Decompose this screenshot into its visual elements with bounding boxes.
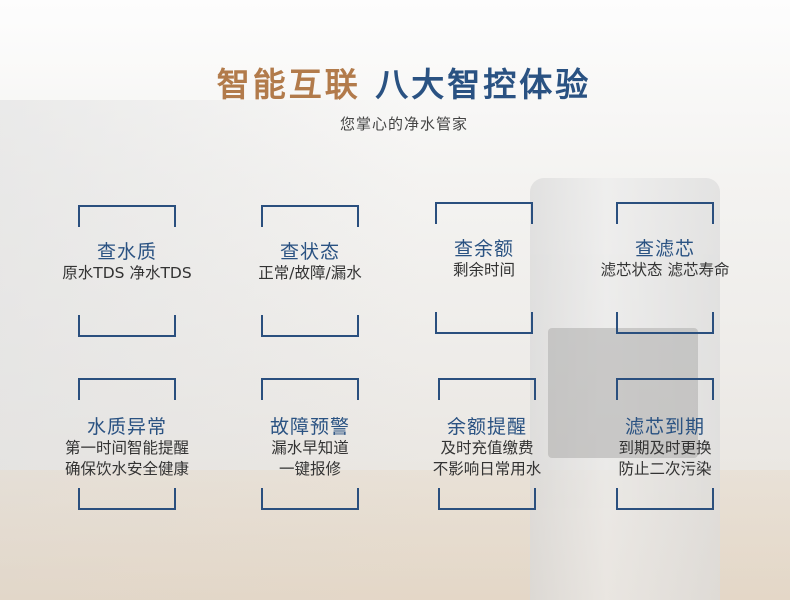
- feature-card-fault-warning: 故障预警漏水早知道一键报修: [261, 378, 359, 510]
- desc-line: 一键报修: [278, 460, 341, 478]
- feature-card-status: 查状态正常/故障/漏水: [258, 205, 362, 337]
- feature-desc: 第一时间智能提醒确保饮水安全健康: [28, 438, 226, 480]
- desc-line: 防止二次污染: [618, 460, 712, 478]
- feature-card-filter: 查滤芯滤芯状态 滤芯寿命: [601, 202, 729, 334]
- feature-heading: 查状态: [279, 241, 340, 263]
- feature-card-water-quality: 查水质原水TDS 净水TDS: [62, 205, 192, 337]
- title-part1: 智能互联: [216, 65, 361, 104]
- desc-line: 第一时间智能提醒: [64, 439, 189, 457]
- desc-line: 及时充值缴费: [440, 439, 534, 457]
- feature-heading: 查水质: [96, 241, 157, 263]
- desc-line: 不影响日常用水: [432, 460, 542, 478]
- feature-card-balance-reminder: 余额提醒及时充值缴费不影响日常用水: [433, 378, 541, 510]
- desc-line: 确保饮水安全健康: [64, 460, 189, 478]
- feature-heading: 余额提醒: [446, 416, 527, 438]
- feature-heading: 查滤芯: [634, 238, 695, 260]
- water-purifier-image: [530, 178, 720, 600]
- feature-desc: 及时充值缴费不影响日常用水: [388, 438, 586, 480]
- feature-card-filter-expiry: 滤芯到期到期及时更换防止二次污染: [616, 378, 714, 510]
- page-subtitle: 您掌心的净水管家: [339, 115, 468, 133]
- feature-desc: 滤芯状态 滤芯寿命: [600, 261, 730, 279]
- feature-desc: 漏水早知道一键报修: [211, 438, 409, 480]
- feature-desc: 剩余时间: [452, 261, 515, 279]
- feature-heading: 故障预警: [269, 416, 350, 438]
- desc-line: 到期及时更换: [618, 439, 712, 457]
- desc-line: 漏水早知道: [271, 439, 349, 457]
- page-title: 智能互联 八大智控体验: [0, 58, 790, 106]
- title-part2: 八大智控体验: [375, 65, 592, 104]
- feature-heading: 滤芯到期: [624, 416, 705, 438]
- feature-desc: 原水TDS 净水TDS: [62, 264, 192, 282]
- feature-desc: 正常/故障/漏水: [258, 264, 362, 282]
- feature-card-quality-alert: 水质异常第一时间智能提醒确保饮水安全健康: [65, 378, 189, 510]
- feature-heading: 水质异常: [86, 416, 167, 438]
- feature-card-balance: 查余额剩余时间: [435, 202, 533, 334]
- feature-desc: 到期及时更换防止二次污染: [566, 438, 764, 480]
- feature-heading: 查余额: [453, 238, 514, 260]
